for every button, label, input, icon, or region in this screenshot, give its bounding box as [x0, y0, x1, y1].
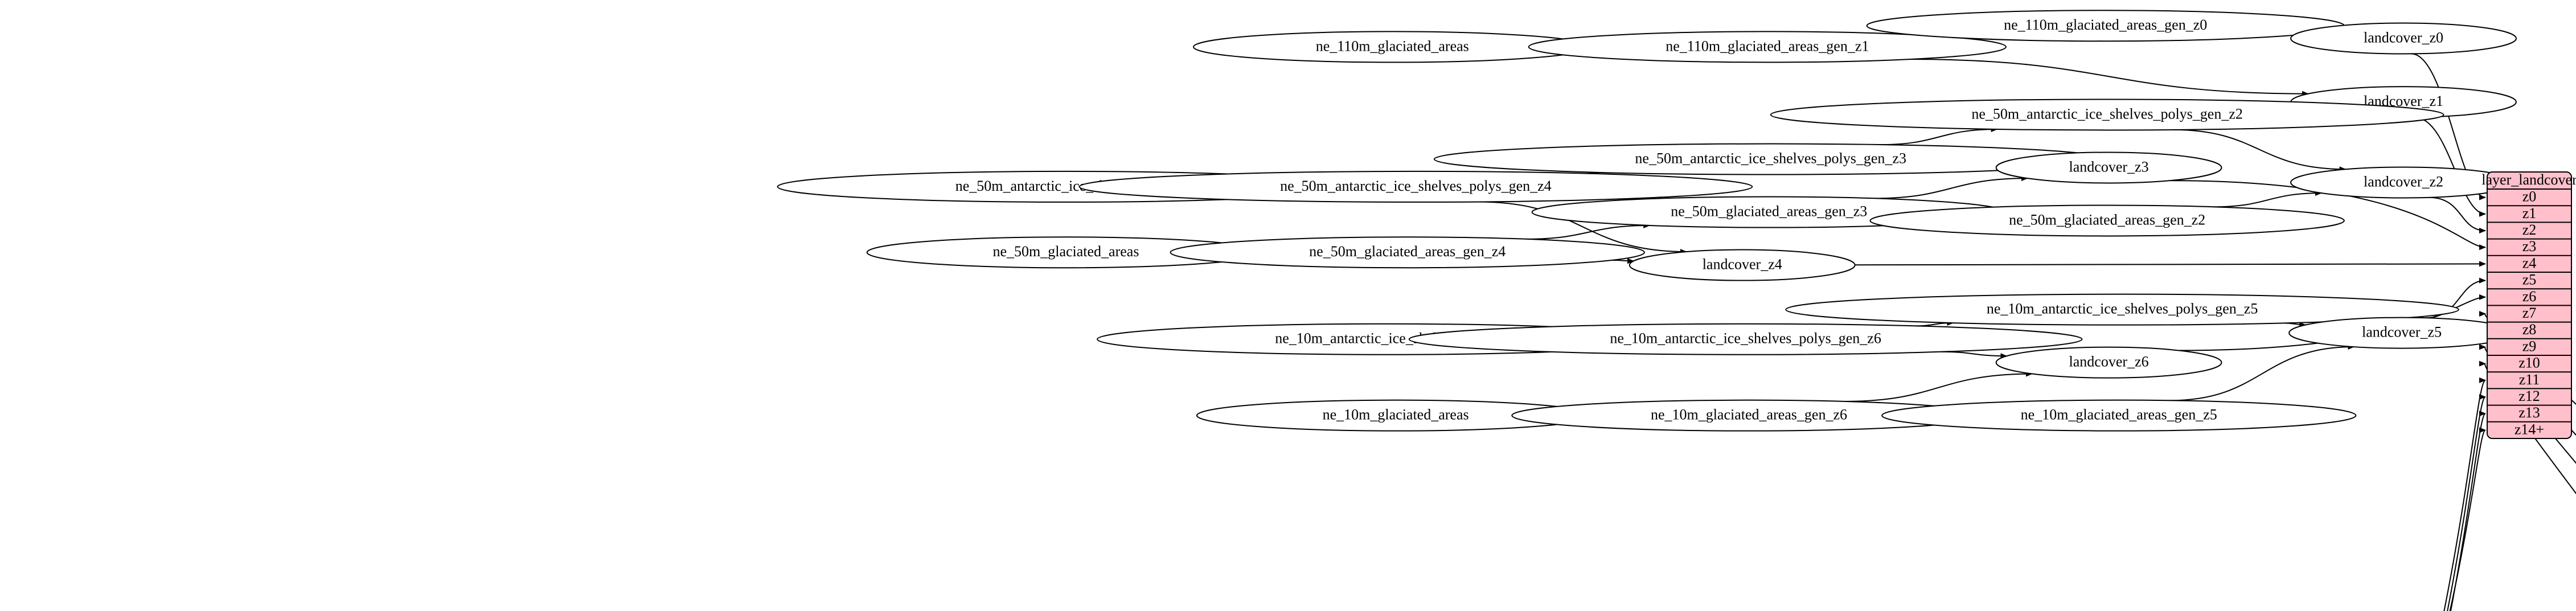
node-landcover_z3[interactable]: landcover_z3: [1995, 151, 2222, 184]
edge-ne_10m_glaciated_areas_gen_z5-to-landcover_z5: [2170, 344, 2355, 401]
node-ellipse: [1995, 346, 2222, 379]
edge-ne_50m_antarctic_ice_shelves_polys_gen_z4-to-landcover_z4: [1478, 201, 1687, 255]
table-row-z12[interactable]: z12: [2518, 388, 2540, 404]
layer-landcover-table: layer_landcoverz0z1z2z3z4z5z6z7z8z9z10z1…: [2481, 171, 2576, 439]
node-label: landcover_z2: [2364, 173, 2443, 190]
node-label: ne_50m_glaciated_areas_gen_z4: [1309, 243, 1506, 260]
edge-ne_110m_glaciated_areas_gen_z1-to-landcover_z1: [1910, 59, 2309, 97]
node-ne_110m_glaciated_areas_gen_z1[interactable]: ne_110m_glaciated_areas_gen_z1: [1528, 31, 2007, 63]
node-ellipse: [1078, 170, 1753, 203]
node-label: landcover_z6: [2069, 354, 2149, 370]
edge-osm_landcover_polygon-to-layer_landcover.z14+: [2449, 428, 2486, 611]
node-ellipse: [1528, 31, 2007, 63]
table-row-z6[interactable]: z6: [2522, 288, 2537, 305]
edge-osm_landcover_gen_z11-to-layer_landcover.z11: [2443, 378, 2486, 611]
node-label: ne_50m_antarctic_ice_shelves_polys_gen_z…: [1280, 178, 1552, 194]
edge-ne_10m_antarctic_ice_shelves_polys_gen_z6-to-ne_10m_antarctic_ice_shelves_polys_gen_z5: [1914, 320, 1954, 327]
node-ellipse: [2290, 22, 2517, 55]
node-label: ne_10m_glaciated_areas: [1323, 407, 1469, 423]
node-ellipse: [1770, 99, 2444, 131]
node-ne_110m_glaciated_areas_gen_z0[interactable]: ne_110m_glaciated_areas_gen_z0: [1866, 10, 2345, 42]
node-landcover_z2[interactable]: landcover_z2: [2290, 166, 2517, 199]
table-row-z7[interactable]: z7: [2522, 305, 2537, 321]
node-label: ne_50m_antarctic_ice_shelves_polys_gen_z…: [1971, 105, 2243, 122]
node-label: landcover_z3: [2069, 158, 2149, 175]
node-ne_10m_glaciated_areas_gen_z6[interactable]: ne_10m_glaciated_areas_gen_z6: [1511, 399, 1987, 432]
table-row-z3[interactable]: z3: [2522, 238, 2537, 255]
edge-osm_landcover_gen_z13-to-layer_landcover.z13: [2450, 411, 2486, 611]
edge-ne_10m_glaciated_areas_gen_z6-to-landcover_z6: [1844, 371, 2033, 402]
node-label: ne_50m_glaciated_areas: [992, 243, 1139, 260]
node-ellipse: [1881, 399, 2357, 432]
edge-osm_landcover_gen_z12-to-layer_landcover.z12: [2447, 394, 2486, 611]
node-ellipse: [1785, 293, 2459, 326]
node-ellipse: [1629, 249, 1856, 281]
table-row-z11[interactable]: z11: [2519, 371, 2540, 388]
node-label: ne_50m_glaciated_areas_gen_z2: [2009, 211, 2205, 228]
node-label: ne_110m_glaciated_areas_gen_z1: [1666, 38, 1869, 54]
node-label: ne_110m_glaciated_areas: [1316, 38, 1469, 54]
table-row-z10[interactable]: z10: [2518, 355, 2540, 371]
node-label: landcover_z4: [1703, 256, 1782, 273]
node-label: ne_50m_antarctic_ice_shelves_polys_gen_z…: [1635, 150, 1906, 167]
table-row-z13[interactable]: z13: [2518, 404, 2540, 421]
node-landcover_z0[interactable]: landcover_z0: [2290, 22, 2517, 55]
table-row-z5[interactable]: z5: [2522, 272, 2537, 288]
node-label: ne_10m_glaciated_areas_gen_z5: [2021, 407, 2217, 423]
node-label: ne_10m_glaciated_areas_gen_z6: [1651, 407, 1847, 423]
edge-landcover_z3-to-layer_landcover.z3: [2169, 180, 2486, 251]
node-ellipse: [1995, 151, 2222, 184]
node-label: ne_10m_antarctic_ice_shelves_polys_gen_z…: [1610, 330, 1881, 347]
node-label: ne_10m_antarctic_ice_shelves_polys_gen_z…: [1987, 301, 2258, 317]
node-landcover_z6[interactable]: landcover_z6: [1995, 346, 2222, 379]
node-landcover_z4[interactable]: landcover_z4: [1629, 249, 1856, 281]
table-row-z0[interactable]: z0: [2522, 188, 2537, 205]
node-label: ne_110m_glaciated_areas_gen_z0: [2004, 17, 2207, 33]
node-ne_50m_glaciated_areas_gen_z2[interactable]: ne_50m_glaciated_areas_gen_z2: [1869, 204, 2345, 237]
edge-ne_50m_antarctic_ice_shelves_polys_gen_z3-to-ne_50m_antarctic_ice_shelves_polys_gen_z2: [1880, 126, 1998, 146]
edge-ne_50m_antarctic_ice_shelves_polys_gen_z2-to-landcover_z2: [2173, 129, 2347, 173]
table-row-z1[interactable]: z1: [2522, 205, 2537, 222]
table-row-z9[interactable]: z9: [2522, 338, 2537, 354]
edge-ne_50m_glaciated_areas_gen_z4-to-ne_50m_glaciated_areas_gen_z3: [1527, 222, 1651, 240]
edge-osm_landcover_gen_z10-to-layer_landcover.z10: [2479, 361, 2576, 495]
node-ne_50m_glaciated_areas[interactable]: ne_50m_glaciated_areas: [866, 236, 1266, 269]
node-ellipse: [1170, 236, 1645, 269]
node-ne_10m_glaciated_areas[interactable]: ne_10m_glaciated_areas: [1196, 399, 1595, 432]
node-ne_110m_glaciated_areas[interactable]: ne_110m_glaciated_areas: [1192, 31, 1592, 63]
node-label: landcover_z5: [2362, 324, 2442, 341]
node-ne_10m_antarctic_ice_shelves_polys_gen_z5[interactable]: ne_10m_antarctic_ice_shelves_polys_gen_z…: [1785, 293, 2459, 326]
table-row-z8[interactable]: z8: [2522, 321, 2537, 338]
node-ellipse: [1869, 204, 2345, 237]
node-ellipse: [1408, 323, 2083, 355]
edge-landcover_z4-to-layer_landcover.z4: [1855, 261, 2486, 267]
node-ne_10m_glaciated_areas_gen_z5[interactable]: ne_10m_glaciated_areas_gen_z5: [1881, 399, 2357, 432]
node-ne_10m_antarctic_ice_shelves_polys_gen_z6[interactable]: ne_10m_antarctic_ice_shelves_polys_gen_z…: [1408, 323, 2083, 355]
node-ne_50m_glaciated_areas_gen_z4[interactable]: ne_50m_glaciated_areas_gen_z4: [1170, 236, 1645, 269]
node-ne_50m_antarctic_ice_shelves_polys_gen_z4[interactable]: ne_50m_antarctic_ice_shelves_polys_gen_z…: [1078, 170, 1753, 203]
edge-ne_10m_antarctic_ice_shelves_polys_gen_z6-to-landcover_z6: [1941, 351, 2008, 359]
edge-landcover_z2-to-layer_landcover.z2: [2429, 196, 2486, 233]
table-row-z2[interactable]: z2: [2522, 222, 2537, 238]
table-header: layer_landcover: [2481, 171, 2576, 188]
node-label: ne_50m_glaciated_areas_gen_z3: [1671, 203, 1867, 220]
edge-landcover_z1-to-layer_landcover.z1: [2414, 116, 2486, 217]
node-ne_50m_antarctic_ice_shelves_polys_gen_z2[interactable]: ne_50m_antarctic_ice_shelves_polys_gen_z…: [1770, 99, 2444, 131]
node-label: landcover_z0: [2364, 29, 2443, 46]
table-row-z4[interactable]: z4: [2522, 255, 2537, 271]
node-layer: imposm3osm_landcover_polygonsimplify_vw_…: [777, 10, 2517, 432]
node-landcover_z5[interactable]: landcover_z5: [2288, 317, 2516, 349]
edge-ne_50m_glaciated_areas_gen_z3-to-landcover_z3: [1874, 175, 2028, 199]
edge-ne_50m_glaciated_areas_gen_z2-to-landcover_z2: [2214, 190, 2323, 208]
node-ne_50m_antarctic_ice_shelves_polys_gen_z3[interactable]: ne_50m_antarctic_ice_shelves_polys_gen_z…: [1433, 143, 2108, 175]
table-row-z14+[interactable]: z14+: [2515, 421, 2544, 437]
